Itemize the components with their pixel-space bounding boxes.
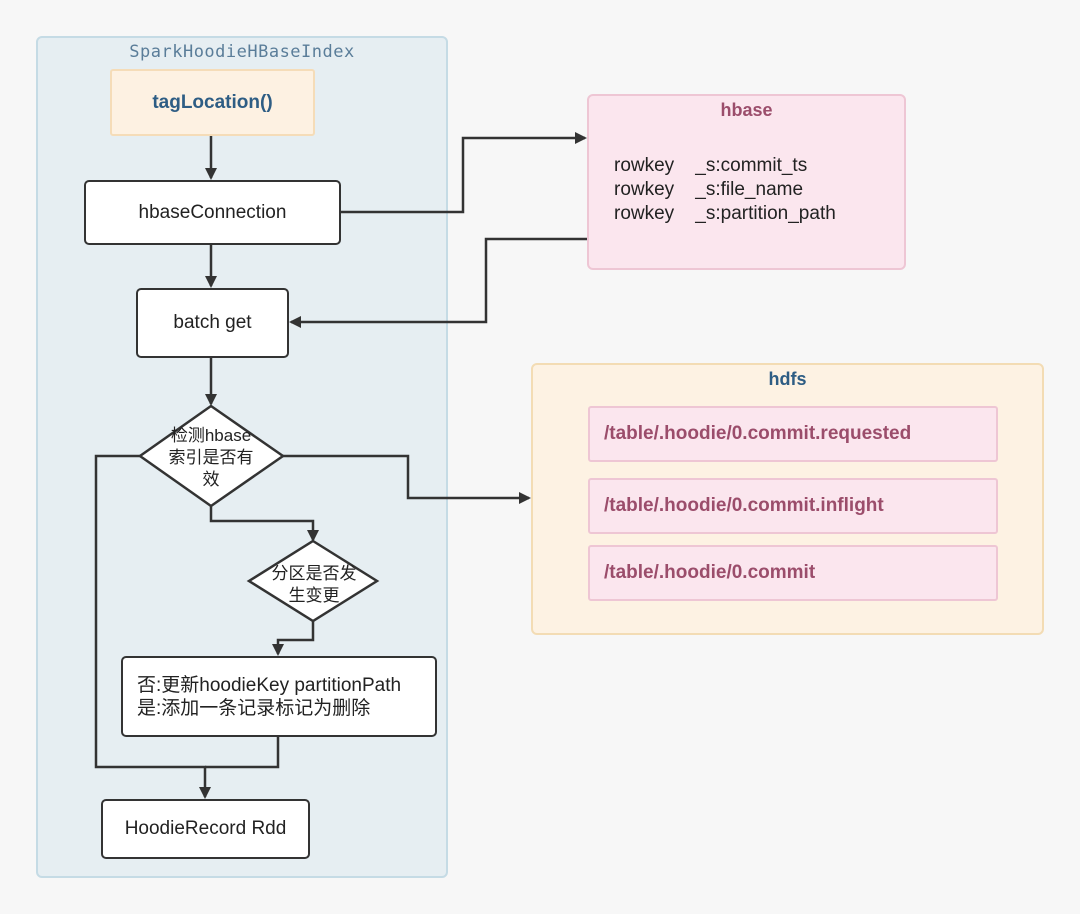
- arrow-check-to-partition: [209, 505, 319, 542]
- partition-changed-diamond: [246, 539, 380, 623]
- tag-location-node: tagLocation(): [110, 69, 315, 136]
- partition-changed-label-line: 生变更: [288, 586, 340, 605]
- update-no-line: 否:更新hoodieKey partitionPath: [137, 674, 402, 696]
- check-index-label-line: 检测hbase: [170, 426, 252, 445]
- hdfs-group: hdfs /table/.hoodie/0.commit.requested /…: [531, 363, 1044, 635]
- arrow-hbase-to-batch: [289, 237, 587, 328]
- update-record-node: 否:更新hoodieKey partitionPath 是:添加一条记录标记为删…: [121, 656, 437, 737]
- hbase-title: hbase: [720, 100, 773, 120]
- check-index-label-line: 效: [202, 470, 220, 489]
- check-index-diamond: [137, 404, 286, 508]
- spark-group-title: SparkHoodieHBaseIndex: [129, 42, 355, 62]
- hbase-row-commit-ts: rowkey _s:commit_ts: [614, 155, 808, 176]
- hdfs-file-commit: /table/.hoodie/0.commit: [588, 545, 998, 601]
- hbase-connection-node: hbaseConnection: [84, 180, 341, 245]
- hbase-columns: rowkey _s:commit_ts rowkey _s:file_name …: [614, 154, 836, 226]
- partition-changed-label: 分区是否发 生变更: [262, 563, 366, 607]
- check-index-label: 检测hbase 索引是否有 效: [152, 425, 270, 491]
- arrow-check-to-record: [94, 454, 211, 799]
- line-update-to-join: [205, 737, 280, 769]
- partition-changed-label-line: 分区是否发: [271, 564, 357, 583]
- hdfs-title: hdfs: [768, 369, 807, 389]
- hbase-row-partition-path: rowkey _s:partition_path: [614, 203, 836, 224]
- arrow-connection-to-hbase: [341, 132, 587, 214]
- update-yes-line: 是:添加一条记录标记为删除: [137, 697, 371, 719]
- hdfs-file-requested: /table/.hoodie/0.commit.requested: [588, 406, 998, 462]
- hdfs-file-inflight: /table/.hoodie/0.commit.inflight: [588, 478, 998, 534]
- hoodie-record-rdd-node: HoodieRecord Rdd: [101, 799, 310, 859]
- arrow-partition-to-update: [272, 621, 315, 656]
- hbase-row-file-name: rowkey _s:file_name: [614, 179, 804, 200]
- check-index-label-line: 索引是否有: [168, 448, 254, 467]
- arrow-check-to-hdfs: [283, 454, 531, 504]
- batch-get-node: batch get: [136, 288, 289, 358]
- hbase-table-box: hbase rowkey _s:commit_ts rowkey _s:file…: [587, 94, 906, 270]
